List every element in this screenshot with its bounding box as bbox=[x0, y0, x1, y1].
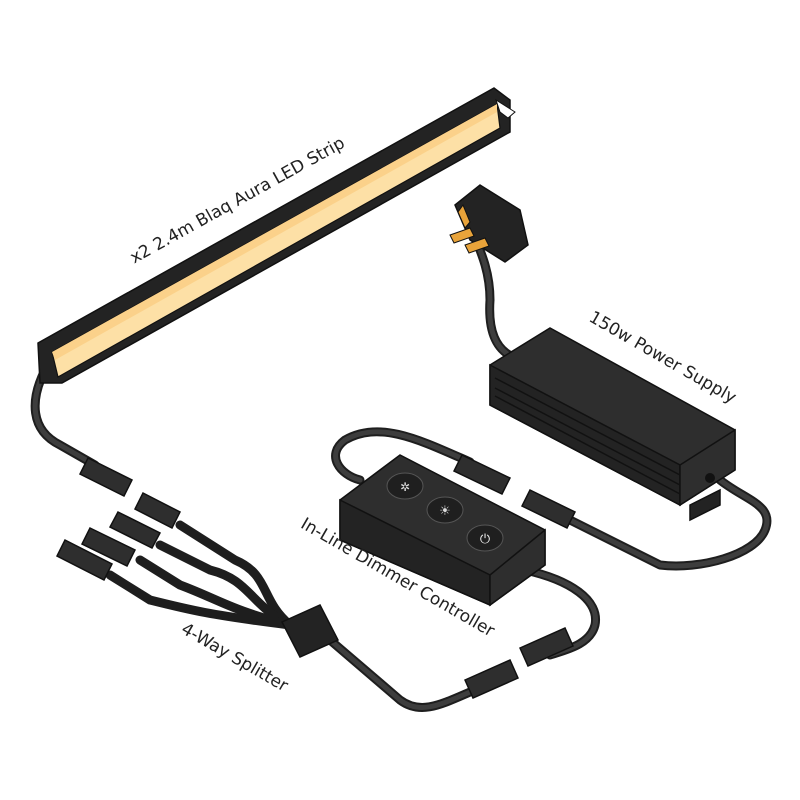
dimmer-end bbox=[489, 528, 546, 607]
splitter-main-cable-core bbox=[327, 637, 473, 710]
splitter-male-connector-3 bbox=[80, 526, 137, 568]
psu-output-cable-core bbox=[567, 477, 770, 569]
plug-pin-2 bbox=[464, 237, 490, 254]
brightness-up-button bbox=[426, 496, 464, 524]
led-strip bbox=[37, 87, 516, 384]
sun-large-icon: ☀ bbox=[439, 504, 451, 519]
splitter-lead-4 bbox=[105, 570, 295, 630]
connectors bbox=[55, 454, 577, 699]
sun-small-icon: ✲ bbox=[400, 480, 410, 494]
psu-end bbox=[679, 428, 736, 507]
cables bbox=[30, 220, 772, 712]
dimmer-output-cable-core bbox=[522, 567, 599, 658]
splitter-label: 4-Way Splitter bbox=[178, 619, 292, 696]
power-icon: ⏻ bbox=[480, 532, 490, 547]
splitter-male-connector-1 bbox=[133, 491, 182, 530]
led-cable-core bbox=[32, 367, 98, 468]
dimmer-input-connector bbox=[452, 454, 512, 495]
splitter-input-connector bbox=[464, 659, 519, 699]
psu-mounting-tab bbox=[689, 488, 721, 522]
psu-fins bbox=[494, 377, 681, 495]
psu-output-port bbox=[705, 473, 715, 483]
brightness-down-button bbox=[386, 472, 424, 500]
splitter-male-connector-4 bbox=[55, 538, 114, 582]
psu-output-connector bbox=[520, 488, 577, 530]
splitter-hub bbox=[280, 604, 340, 658]
plug-body bbox=[454, 184, 529, 263]
power-supply bbox=[489, 327, 736, 522]
power-button bbox=[466, 524, 504, 552]
led-strip-glow-edge bbox=[52, 104, 497, 360]
dimmer-output-connector bbox=[519, 627, 574, 667]
splitter-male-connector-2 bbox=[108, 511, 162, 549]
uk-plug bbox=[449, 184, 529, 263]
led-strip-end-cap bbox=[495, 98, 516, 119]
dimmer-input-cable-core bbox=[333, 429, 473, 483]
plug-pin-3 bbox=[457, 203, 471, 229]
dimmer-controller: ✲ ☀ ⏻ bbox=[339, 454, 546, 607]
plug-pin-1 bbox=[449, 227, 475, 244]
led-female-connector bbox=[78, 456, 134, 498]
